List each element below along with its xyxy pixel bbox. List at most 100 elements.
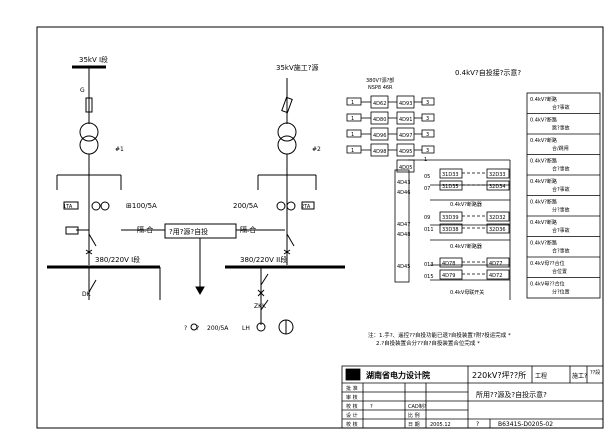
tie-arrow-icon [195,286,205,296]
side-mark: 07 [424,186,430,192]
output-label: 3 [426,116,429,122]
input-label: 1 [351,100,354,106]
logic-contact-a-label: 4D78 [442,261,455,267]
logic-contact-b-label: 32D34 [489,184,506,190]
terminal-right-cell [396,159,415,173]
terminal-right-label: 4D93 [399,101,412,107]
output-label: 3 [426,100,429,106]
legend-top: 0.4kV?断路 [530,158,557,165]
left-bay [47,65,160,300]
logic-caption: 0.4kV?断路器 [450,201,482,208]
tb-left-label: 设 计 [346,412,358,419]
terminal-title: 380V?源?部 [366,77,394,84]
side-mark: 013 [424,262,434,268]
lower-terminal-label: 4D43 [397,180,410,186]
input-box [346,129,362,138]
logic-contact-a [439,180,463,191]
bottom-ct-label: 200/5A [207,325,229,332]
right-bus-label: 380/220V II段 [240,255,287,264]
side-mark: 05 [424,174,430,180]
stage-label: 工程 [535,372,547,380]
left-ct2-icon [100,201,110,211]
tb-left-value: ? [370,404,373,410]
note-2: 2.?自投装置合分??自?自投装置合位完成 * [376,339,480,347]
tb-mid-label: 比 例 [408,412,420,419]
project-name: 220kV?坪??所 [472,370,526,380]
drawing-title: 所用??源及?自投示意? [476,390,547,399]
left-ct-label: ⊞100/5A [126,202,157,210]
right-meter-box [301,201,315,210]
input-box [346,97,362,106]
side-mark: 1 [424,157,427,163]
logic-contact-b [486,269,510,280]
input-box [346,145,362,154]
output-label: 3 [426,132,429,138]
company-logo-icon [345,368,361,381]
logic-block: 4D434D464D474D484D45105070901101301531D3… [394,157,511,300]
tb-mid-value: 2005.12 [430,422,451,428]
lower-terminal-label: 4D48 [397,232,410,238]
legend-top: 0.4kV?断路 [530,199,557,206]
tb-left-label: 批 准 [346,385,358,392]
side-mark: 015 [424,274,434,280]
dk-label: DK [82,291,92,298]
right-ct2-icon [286,201,296,211]
output-box [421,145,435,154]
logic-contact-a [439,168,463,179]
logic-contact-b [486,211,510,222]
legend-bottom: 合?事故 [552,186,570,193]
page-label: ? [476,421,479,428]
side-mark: 011 [424,227,434,233]
left-fuse-icon [85,97,93,113]
logic-contact-b-label: 32D36 [489,227,506,233]
legend-top: 0.4kV?断路 [530,219,557,226]
left-meter-box [63,201,79,210]
tb-left-label: 审 核 [346,394,358,401]
terminal-right-label: 4D97 [399,133,412,139]
right-bay [225,78,345,335]
legend-top: 0.4kV母??合位 [530,260,565,267]
input-label: 1 [351,116,354,122]
right-transformer-mark: #2 [312,146,321,153]
logic-contact-b-label: 32D33 [489,172,506,178]
legend-top: 0.4kV?断路 [530,96,557,103]
legend-bottom: 合?事故 [552,104,570,111]
note-1: 注：1.手?、遥控??自投功能已退?自投装置?附?投运完成 * [368,331,511,339]
stage-sub: ??段 [590,369,600,376]
logic-contact-b-label: 32D32 [489,215,506,221]
output-label: 3 [426,148,429,154]
terminal-right-label: 4D95 [399,149,412,155]
terminal-left-label: 4D98 [373,149,386,155]
left-breaker-icon [88,233,97,247]
left-2ta-box [65,226,79,235]
bottom-ct-icon [190,323,198,331]
right-ct-label: 200/5A [233,202,258,210]
left-source-label: 35kV I段 [79,55,108,64]
left-fuse-mark: G [80,87,85,94]
sheet-border [36,26,604,429]
right-transformer-bottom-icon [277,135,297,155]
legend-bottom: 合位置 [552,268,567,275]
legend-bottom: 分?位置 [552,289,570,296]
auto-title: 0.4kV?自投接?示意? [455,68,521,77]
logic-contact-b-label: 4D77 [489,261,502,267]
tie-connection [121,223,285,300]
right-ct-icon [276,201,286,211]
legend-bottom: 合?事故 [552,227,570,234]
left-transformer-top-icon [79,122,99,142]
lower-terminal-label: 4D47 [397,222,410,228]
logic-contact-a [439,257,463,268]
bottom-q2: ? [196,325,199,332]
logic-contact-b-label: 4D72 [489,273,502,279]
left-transformer-mark: #1 [115,146,124,153]
tb-left-label: 校 核 [346,421,358,428]
center-box-label: ?用?源?自投 [169,227,208,236]
output-box [421,97,435,106]
legend-bottom: 合/跳闸 [552,145,569,152]
side-mark: 09 [424,215,430,221]
drawing-number: B6341S-D0205-02 [498,421,553,428]
logic-contact-a [439,269,463,280]
lower-terminal-label: 4D45 [397,264,410,270]
